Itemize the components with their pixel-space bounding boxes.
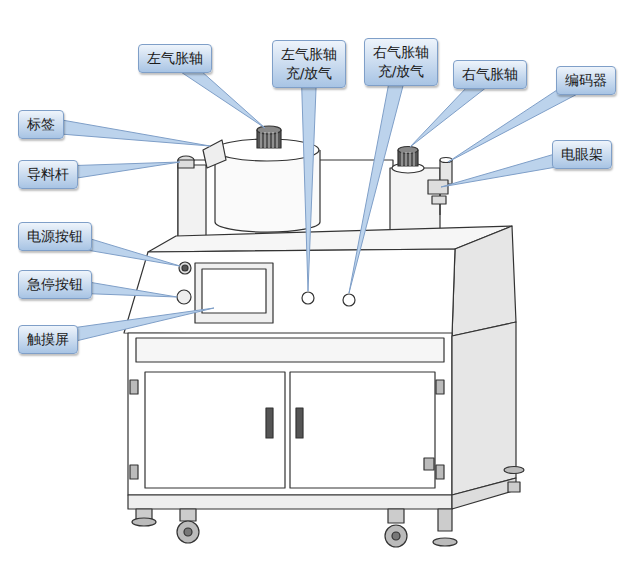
callout-bubble: 右气胀轴 xyxy=(453,60,527,89)
callout-bubble: 左气胀轴 充/放气 xyxy=(272,40,346,88)
callout-bubble: 右气胀轴 充/放气 xyxy=(364,38,438,86)
callout-label: 编码器 xyxy=(565,71,607,90)
callout-bubble: 电源按钮 xyxy=(18,222,92,251)
callout-label: 触摸屏 xyxy=(27,330,69,349)
callout-bubble: 急停按钮 xyxy=(18,270,92,299)
callout-tail xyxy=(301,64,317,291)
callout-bubble: 导料杆 xyxy=(18,160,78,189)
callout-bubble: 左气胀轴 xyxy=(138,44,212,73)
callout-tail xyxy=(40,117,210,146)
callout-label: 导料杆 xyxy=(27,165,69,184)
callout-label: 左气胀轴 xyxy=(147,49,203,68)
callout-label: 右气胀轴 充/放气 xyxy=(373,43,429,81)
callout-label: 左气胀轴 充/放气 xyxy=(281,45,337,83)
callout-bubble: 电眼架 xyxy=(552,140,612,169)
callout-tail xyxy=(349,60,409,293)
callout-bubble: 触摸屏 xyxy=(18,325,78,354)
callout-bubble: 标签 xyxy=(18,110,64,139)
callout-label: 急停按钮 xyxy=(27,275,83,294)
callout-label: 电源按钮 xyxy=(27,227,83,246)
callout-label: 标签 xyxy=(27,115,55,134)
callout-label: 右气胀轴 xyxy=(462,65,518,84)
callout-label: 电眼架 xyxy=(561,145,603,164)
callout-bubble: 编码器 xyxy=(556,66,616,95)
